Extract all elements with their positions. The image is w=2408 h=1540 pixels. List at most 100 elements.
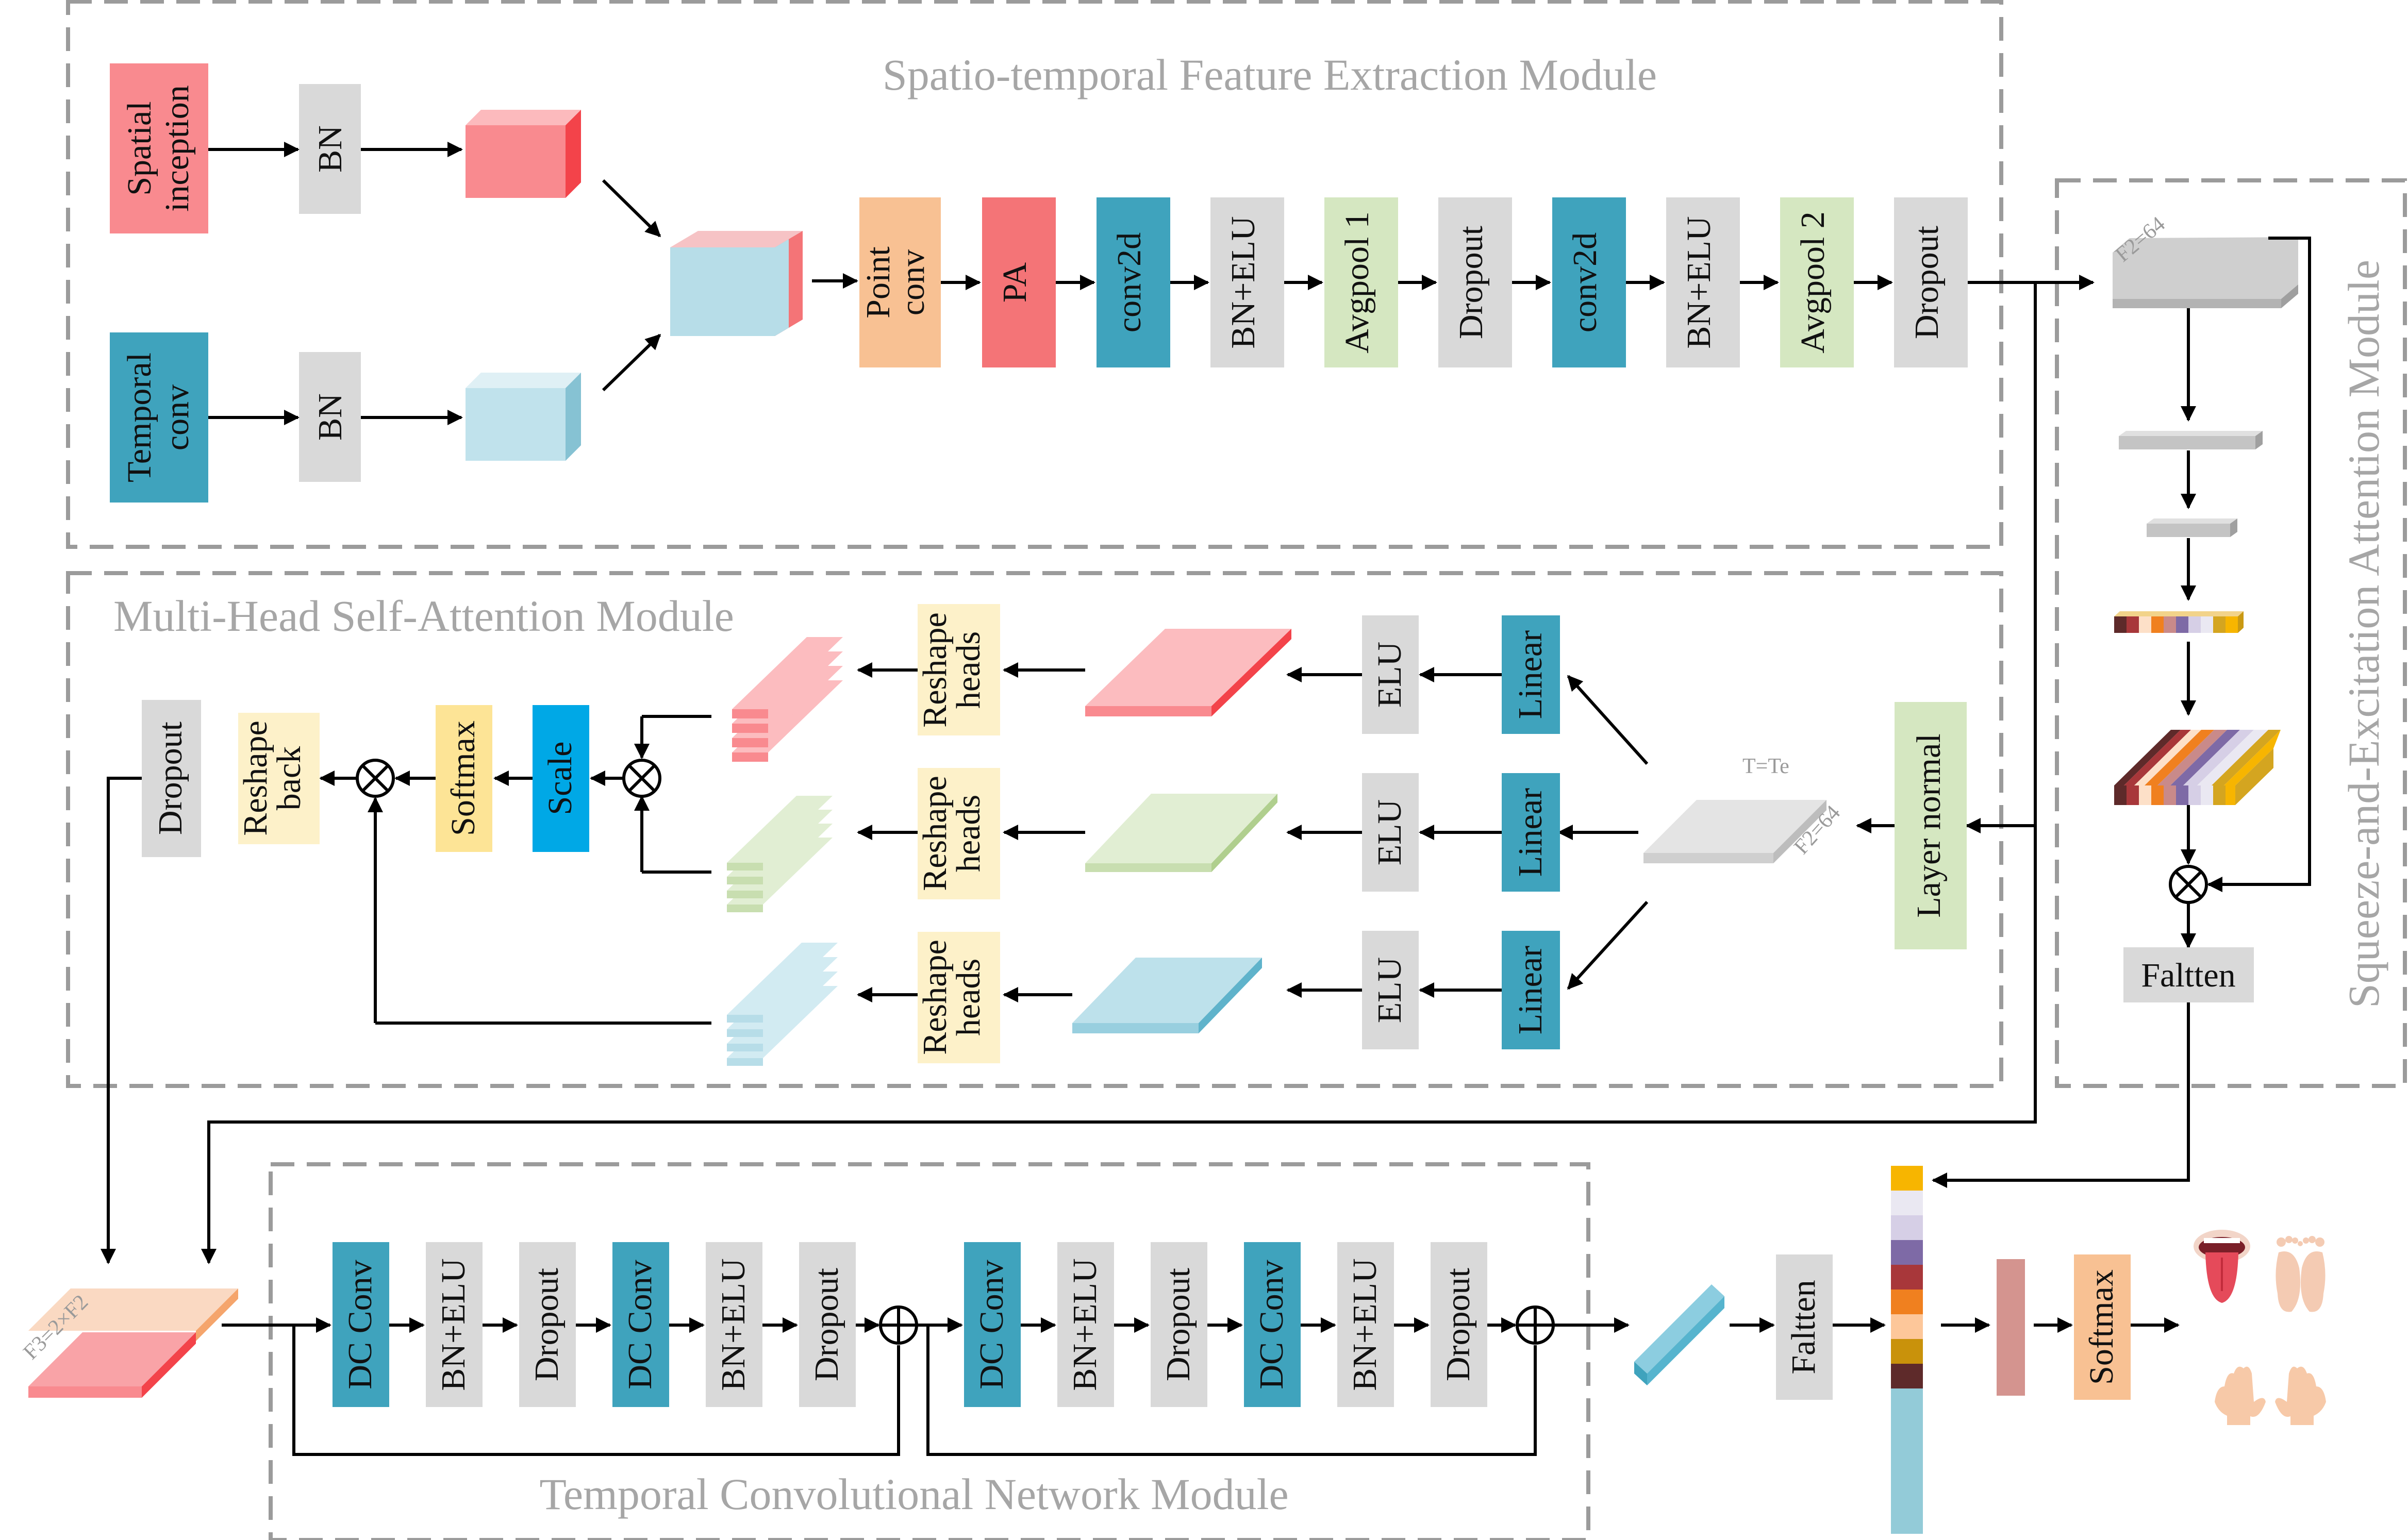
se-excitation-vector xyxy=(2114,611,2244,633)
dc-conv-block-2 xyxy=(612,1242,669,1407)
tcn-dropout-label-4: Dropout xyxy=(1439,1268,1477,1381)
conv2d-block-1 xyxy=(1097,197,1170,367)
arrow-plane-linear-v xyxy=(1567,900,1649,990)
reshape-heads-block-k xyxy=(918,768,1000,899)
spatial-inception-label-2: inception xyxy=(158,85,196,212)
avgpool-block-1 xyxy=(1324,197,1398,367)
output-softmax-label: Softmax xyxy=(2083,1269,2120,1385)
tcn-module-frame xyxy=(269,1162,1590,1540)
se-scaled-feature-block xyxy=(2114,730,2281,805)
tcn-bn-elu-block-1 xyxy=(426,1242,483,1407)
mhsa-t-label: T=Te xyxy=(1742,755,1789,778)
arrow-bluecube-concat xyxy=(602,333,661,392)
temporal-conv-label-1: Temporal xyxy=(121,353,158,482)
spatial-feature-cube xyxy=(466,110,581,198)
key-head-stack xyxy=(727,796,833,912)
tcn-flatten-label: Faltten xyxy=(1785,1280,1822,1374)
output-head: Faltten Softmax xyxy=(1634,1166,2326,1534)
reshape-heads-block-v xyxy=(918,932,1000,1063)
se-flatten-label: Faltten xyxy=(2141,957,2235,994)
arrow-se-to-output xyxy=(1932,1002,2190,1188)
mhsa-softmax-block xyxy=(436,705,492,852)
se-module-title: Squeeze-and-Excitation Attention Module xyxy=(2339,260,2388,1008)
concatenated-vector xyxy=(1891,1166,1923,1534)
arrow-mhsa-to-tcn xyxy=(101,777,142,1264)
value-head-stack xyxy=(727,943,838,1066)
left-hand-icon xyxy=(2215,1366,2266,1425)
point-conv-label-1: Point xyxy=(859,246,897,318)
mhsa-softmax-label: Softmax xyxy=(444,721,482,836)
mhsa-input-plane xyxy=(1643,800,1826,863)
avgpool-label-1: Avgpool 1 xyxy=(1338,211,1376,354)
feet-icon xyxy=(2276,1236,2326,1312)
linear-block-q xyxy=(1502,615,1560,734)
elu-label-q: ELU xyxy=(1371,642,1408,708)
reshape-heads-label-v-2: heads xyxy=(950,959,987,1036)
tcn-module-title: Temporal Convolutional Network Module xyxy=(539,1469,1288,1519)
residual-2 xyxy=(926,1325,1537,1456)
tcn-dropout-block-4 xyxy=(1431,1242,1487,1407)
conv2d-label-2: conv2d xyxy=(1566,232,1604,332)
query-plane xyxy=(1085,629,1291,716)
dropout-block-2 xyxy=(1894,197,1968,367)
right-hand-icon xyxy=(2275,1366,2326,1425)
tcn-dropout-label-2: Dropout xyxy=(808,1268,845,1381)
dropout-label-1: Dropout xyxy=(1452,226,1490,339)
dc-conv-label-2: DC Conv xyxy=(621,1260,659,1389)
linear-label-k: Linear xyxy=(1512,788,1549,877)
concatenated-feature-cube xyxy=(670,231,803,336)
point-conv-label-2: conv xyxy=(894,249,932,315)
bn-elu-block-1 xyxy=(1210,197,1284,367)
se-squeeze-bar-1 xyxy=(2119,431,2263,449)
residual-add-operator-1 xyxy=(879,1305,918,1345)
arrow-pinkcube-concat xyxy=(602,179,661,238)
elu-label-k: ELU xyxy=(1371,799,1408,865)
tcn-dropout-label-3: Dropout xyxy=(1159,1268,1197,1381)
arrow-plane-linear-q xyxy=(1567,675,1649,765)
mhsa-module-title: Multi-Head Self-Attention Module xyxy=(113,591,734,641)
dc-conv-label-1: DC Conv xyxy=(341,1260,379,1389)
scale-label: Scale xyxy=(541,742,579,815)
linear-block-v xyxy=(1502,931,1560,1049)
key-plane xyxy=(1085,794,1277,872)
se-input-plane xyxy=(2113,237,2298,308)
attn-value-multiply-operator xyxy=(356,759,395,798)
avgpool-label-2: Avgpool 2 xyxy=(1794,211,1832,354)
se-module-frame xyxy=(2055,178,2407,1088)
st-module: Spatial inception BN Temporal conv BN xyxy=(110,63,2095,503)
st-module-frame xyxy=(66,0,2003,549)
bn-block-temporal xyxy=(299,352,361,482)
pa-block xyxy=(982,197,1056,367)
reshape-back-label-2: back xyxy=(270,746,308,811)
st-module-title: Spatio-temporal Feature Extraction Modul… xyxy=(883,50,1657,99)
elu-block-k xyxy=(1362,773,1419,892)
avgpool-block-2 xyxy=(1780,197,1854,367)
layer-normal-label: Layer normal xyxy=(1910,733,1948,917)
tcn-bn-elu-label-1: BN+ELU xyxy=(435,1258,472,1391)
residual-add-operator-2 xyxy=(1516,1305,1555,1345)
tcn-bn-elu-block-2 xyxy=(706,1242,762,1407)
query-head-stack xyxy=(732,637,843,762)
bn-label-temporal: BN xyxy=(311,393,349,441)
point-conv-block xyxy=(859,197,941,367)
reshape-heads-label-q-1: Reshape xyxy=(916,612,954,728)
reshape-heads-label-k-2: heads xyxy=(950,795,987,872)
dropout-label-2: Dropout xyxy=(1908,226,1946,339)
pa-label: PA xyxy=(996,262,1034,303)
temporal-feature-cube xyxy=(466,373,581,461)
spatial-inception-block xyxy=(110,63,208,233)
scale-block xyxy=(533,705,589,852)
conv2d-block-2 xyxy=(1552,197,1626,367)
temporal-conv-block xyxy=(110,332,208,503)
dc-conv-label-4: DC Conv xyxy=(1253,1260,1290,1389)
arrow-se-skip xyxy=(2207,237,2311,892)
dc-conv-block-1 xyxy=(333,1242,389,1407)
bn-label-spatial: BN xyxy=(311,125,349,173)
tcn-dropout-block-2 xyxy=(799,1242,856,1407)
st-sequence: conv2d BN+ELU Avgpool 1 Dropout conv2d B… xyxy=(1097,197,1968,367)
reshape-back-label-1: Reshape xyxy=(237,721,274,836)
tcn-bn-elu-label-4: BN+ELU xyxy=(1346,1258,1384,1391)
linear-label-q: Linear xyxy=(1512,630,1549,719)
bn-elu-block-2 xyxy=(1666,197,1740,367)
elu-label-v: ELU xyxy=(1371,957,1408,1023)
